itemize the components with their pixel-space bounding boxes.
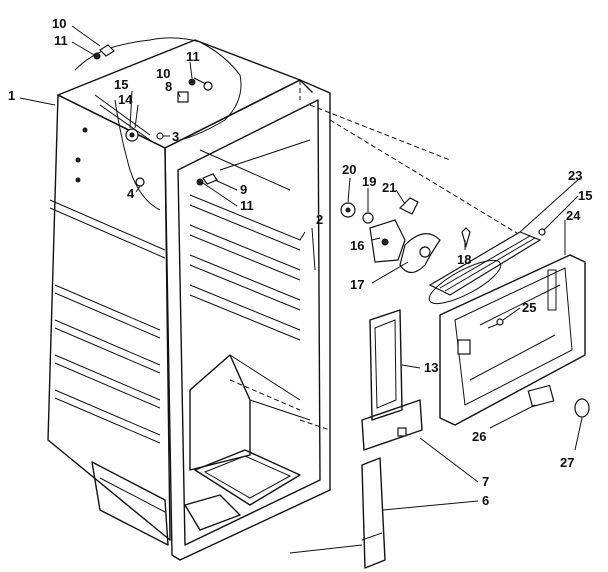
callout-18: 18 [457, 252, 471, 267]
callout-16: 16 [350, 238, 364, 253]
callout-17: 17 [350, 277, 364, 292]
leader-lines [19, 25, 583, 511]
callout-21: 21 [382, 180, 396, 195]
callout-11-lower: 11 [240, 198, 254, 213]
callout-24: 24 [566, 208, 581, 223]
callout-8: 8 [165, 79, 172, 94]
duct-panels [289, 309, 423, 569]
callout-19: 19 [362, 174, 376, 189]
callout-15-right: 15 [578, 188, 592, 203]
top-control-area [74, 37, 242, 211]
callout-10-upper-left: 10 [52, 16, 66, 31]
callout-25: 25 [522, 300, 536, 315]
callout-26: 26 [472, 429, 486, 444]
callout-4: 4 [127, 186, 135, 201]
cabinet-liner [164, 79, 331, 561]
evaporator-assembly [340, 197, 546, 305]
callout-27: 27 [560, 455, 574, 470]
rear-cover-panel [439, 254, 590, 426]
callout-1: 1 [8, 88, 15, 103]
callout-10-upper-right: 10 [156, 66, 170, 81]
callout-2: 2 [316, 212, 323, 227]
callout-11-upper-left: 11 [54, 33, 68, 48]
callout-9: 9 [240, 182, 247, 197]
callout-20: 20 [342, 162, 356, 177]
callout-3: 3 [172, 129, 179, 144]
callout-23: 23 [568, 168, 582, 183]
callout-7: 7 [482, 474, 489, 489]
callout-15-upper: 15 [114, 77, 128, 92]
callout-13: 13 [424, 360, 438, 375]
callout-labels: 1 2 3 4 6 7 8 9 10 10 11 11 11 13 14 15 … [8, 16, 592, 508]
callout-11-upper-right: 11 [186, 49, 200, 64]
callout-14: 14 [118, 92, 133, 107]
callout-6: 6 [482, 493, 489, 508]
